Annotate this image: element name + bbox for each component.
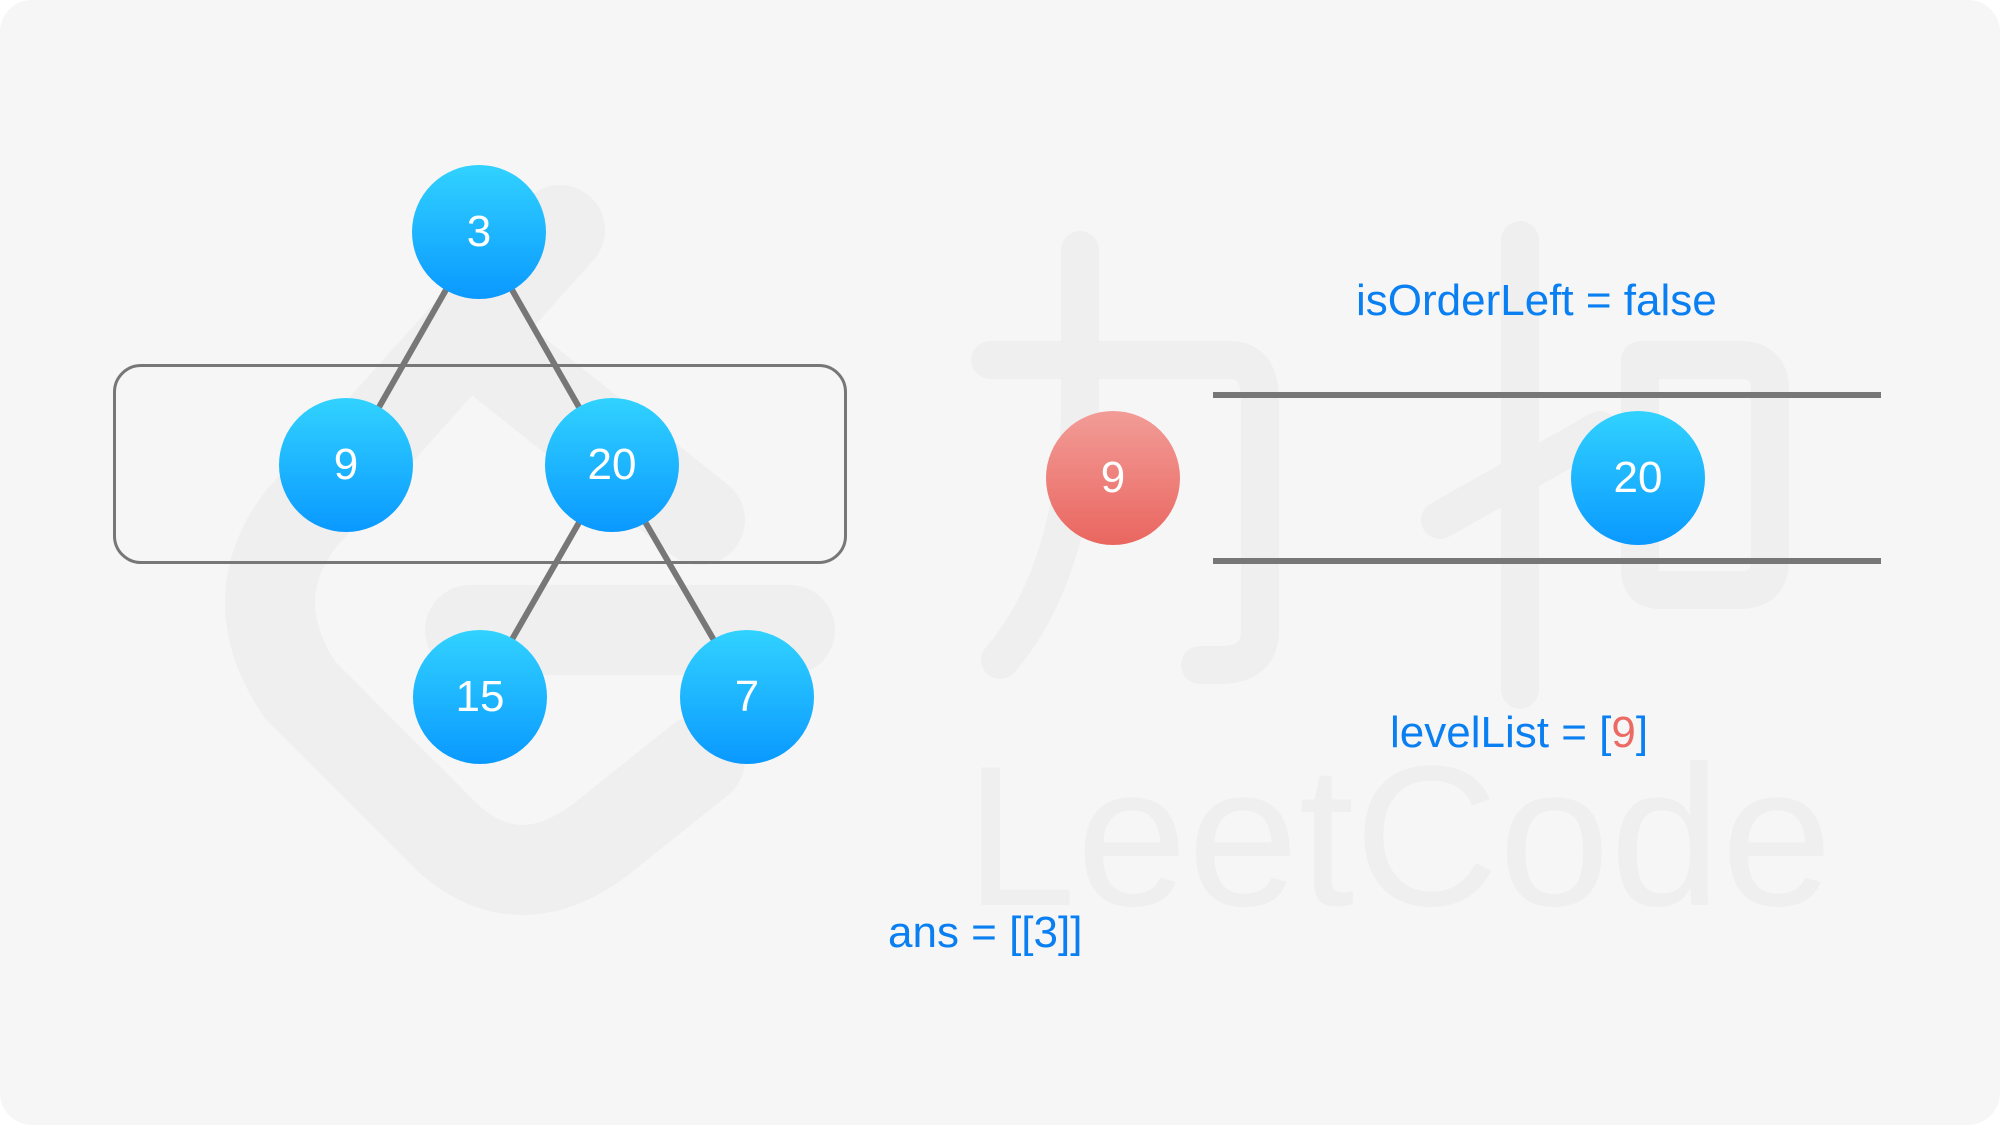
node-value: 20 <box>1613 453 1663 502</box>
deque-bottom-border <box>1213 558 1881 564</box>
node-value: 15 <box>455 672 505 721</box>
tree-node-9: 9 <box>279 398 413 532</box>
deque-top-border <box>1213 392 1881 398</box>
popped-node-9: 9 <box>1046 411 1180 545</box>
level-list-suffix: ] <box>1635 708 1649 757</box>
node-value: 9 <box>1100 453 1126 502</box>
current-level-box <box>113 364 847 564</box>
tree-node-3: 3 <box>412 165 546 299</box>
tree-node-7: 7 <box>680 630 814 764</box>
tree-node-15: 15 <box>413 630 547 764</box>
deque-node-20: 20 <box>1571 411 1705 545</box>
level-list-prefix: levelList = [ <box>1390 708 1612 757</box>
node-value: 9 <box>333 440 359 489</box>
level-list-label: levelList = [9] <box>1390 711 1648 755</box>
node-value: 20 <box>587 440 637 489</box>
watermark-text: LeetCode <box>965 725 1832 948</box>
ans-label: ans = [[3]] <box>888 908 1083 957</box>
is-order-left-label: isOrderLeft = false <box>1356 276 1717 325</box>
tree-node-20: 20 <box>545 398 679 532</box>
node-value: 7 <box>734 672 760 721</box>
level-list-value: 9 <box>1611 708 1636 757</box>
node-value: 3 <box>466 207 492 256</box>
